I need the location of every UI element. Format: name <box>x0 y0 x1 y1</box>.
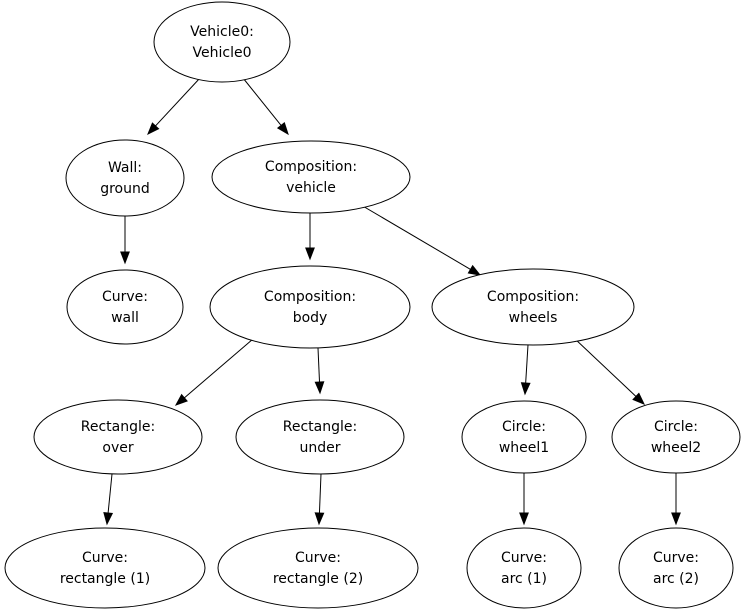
node-label-type: Curve: <box>102 289 148 305</box>
node-label-name: arc (2) <box>653 571 699 587</box>
arrowhead-icon <box>467 264 482 276</box>
node-ellipse-shape <box>65 139 185 217</box>
edges-layer <box>103 77 681 526</box>
graph-node-wheels[interactable]: Composition: wheels <box>431 268 635 346</box>
graph-node-vehicle[interactable]: Composition: vehicle <box>211 140 411 214</box>
arrowhead-icon <box>519 512 529 526</box>
node-ellipse-shape <box>611 400 741 474</box>
node-ellipse-shape <box>66 269 184 345</box>
node-ellipse-shape <box>618 527 734 609</box>
edge-line <box>184 338 254 399</box>
node-label-type: Curve: <box>501 550 547 566</box>
graph-node-arc2[interactable]: Curve: arc (2) <box>618 527 734 609</box>
edge-vehicle-to-body <box>305 213 315 261</box>
node-label-name: arc (1) <box>501 571 547 587</box>
node-label-name: body <box>293 310 328 326</box>
edge-line <box>242 77 282 126</box>
arrowhead-icon <box>314 381 325 395</box>
node-label-type: Curve: <box>82 550 128 566</box>
graph-node-rect1[interactable]: Curve: rectangle (1) <box>4 527 206 609</box>
node-label-name: wheel1 <box>499 440 549 456</box>
edge-under-to-rect2 <box>314 473 325 526</box>
node-label-name: wheels <box>509 310 558 326</box>
node-label-name: wheel2 <box>651 440 701 456</box>
node-label-type: Wall: <box>108 160 142 176</box>
graph-node-rect2[interactable]: Curve: rectangle (2) <box>217 527 419 609</box>
graph-node-wheel2[interactable]: Circle: wheel2 <box>611 400 741 474</box>
node-label-type: Composition: <box>264 289 356 305</box>
edge-vehicle0-to-vehicle <box>242 77 289 136</box>
edge-line <box>107 473 113 514</box>
edge-line <box>318 473 322 514</box>
edge-vehicle-to-wheels <box>360 204 482 276</box>
edge-line <box>360 204 471 270</box>
edge-line <box>317 347 321 383</box>
graph-node-wheel1[interactable]: Circle: wheel1 <box>461 400 587 474</box>
edge-ground-to-wall <box>120 216 130 265</box>
node-label-name: vehicle <box>286 180 336 196</box>
nodes-layer: Vehicle0:Vehicle0Wall:groundComposition:… <box>4 1 741 609</box>
node-label-name: under <box>299 440 340 456</box>
edge-wheels-to-wheel1 <box>520 344 531 396</box>
arrowhead-icon <box>103 512 114 526</box>
node-label-name: rectangle (2) <box>273 571 363 587</box>
arrowhead-icon <box>147 122 160 136</box>
graph-node-body[interactable]: Composition: body <box>209 265 411 349</box>
node-label-type: Composition: <box>265 159 357 175</box>
node-ellipse-shape <box>4 527 206 609</box>
node-label-type: Circle: <box>654 419 698 435</box>
node-ellipse-shape <box>211 140 411 214</box>
node-label-name: over <box>102 440 133 456</box>
node-ellipse-shape <box>461 400 587 474</box>
node-label-type: Rectangle: <box>81 419 155 435</box>
edge-vehicle0-to-ground <box>147 77 201 136</box>
graph-node-vehicle0[interactable]: Vehicle0: Vehicle0 <box>153 1 291 83</box>
arrowhead-icon <box>276 121 289 136</box>
edge-over-to-rect1 <box>103 473 114 526</box>
node-ellipse-shape <box>153 1 291 83</box>
arrowhead-icon <box>520 382 531 396</box>
node-label-name: ground <box>100 181 150 197</box>
node-label-type: Vehicle0: <box>190 24 254 40</box>
graph-node-under[interactable]: Rectangle: under <box>235 399 405 475</box>
arrowhead-icon <box>174 393 188 406</box>
node-label-name: Vehicle0 <box>193 45 252 61</box>
node-label-type: Curve: <box>295 550 341 566</box>
node-ellipse-shape <box>217 527 419 609</box>
node-ellipse-shape <box>431 268 635 346</box>
graph-node-wall[interactable]: Curve: wall <box>66 269 184 345</box>
edge-wheel2-to-arc2 <box>671 473 681 526</box>
edge-body-to-over <box>174 338 254 406</box>
edge-line <box>525 344 529 384</box>
node-label-type: Composition: <box>487 289 579 305</box>
graph-node-over[interactable]: Rectangle: over <box>33 399 203 475</box>
node-ellipse-shape <box>209 265 411 349</box>
arrowhead-icon <box>671 512 681 526</box>
graph-node-arc1[interactable]: Curve: arc (1) <box>466 527 582 609</box>
graph-node-ground[interactable]: Wall: ground <box>65 139 185 217</box>
arrowhead-icon <box>632 392 646 405</box>
node-ellipse-shape <box>33 399 203 475</box>
arrowhead-icon <box>314 512 325 526</box>
node-label-name: wall <box>111 310 139 326</box>
node-label-type: Circle: <box>502 419 546 435</box>
node-label-name: rectangle (1) <box>60 571 150 587</box>
node-label-type: Rectangle: <box>283 419 357 435</box>
edge-line <box>573 337 637 397</box>
node-ellipse-shape <box>466 527 582 609</box>
node-label-type: Curve: <box>653 550 699 566</box>
edge-wheels-to-wheel2 <box>573 337 646 405</box>
edge-line <box>155 77 201 127</box>
edge-body-to-under <box>314 347 325 395</box>
edge-wheel1-to-arc1 <box>519 473 529 526</box>
node-ellipse-shape <box>235 399 405 475</box>
arrowhead-icon <box>120 251 130 265</box>
arrowhead-icon <box>305 247 315 261</box>
